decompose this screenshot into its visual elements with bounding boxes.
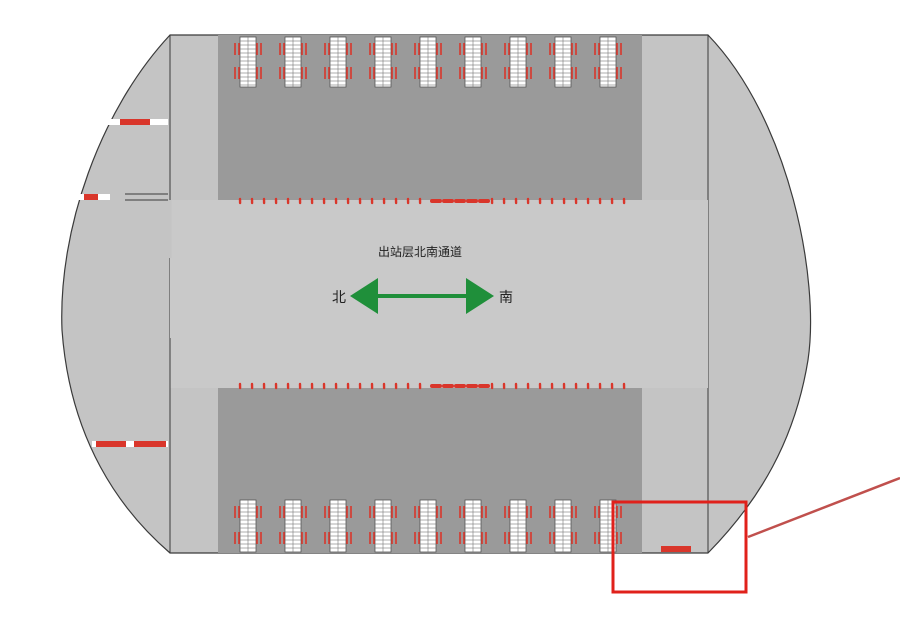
- arrow-head-south: [466, 278, 494, 314]
- staircase-icon: [459, 36, 487, 88]
- staircase-icon: [279, 36, 307, 88]
- staircase-icon: [504, 499, 532, 553]
- lower-staircases: [234, 499, 622, 553]
- staircase-icon: [549, 499, 577, 553]
- staircase-icon: [234, 499, 262, 553]
- upper-gate-line: [238, 197, 626, 205]
- red-marker: [661, 546, 691, 552]
- staircase-icon: [459, 499, 487, 553]
- staircase-icon: [549, 36, 577, 88]
- highlight-box: [611, 500, 748, 594]
- staircase-icon: [369, 499, 397, 553]
- double-arrow-icon: [350, 278, 494, 314]
- callout-line: [747, 476, 900, 539]
- staircase-icon: [279, 499, 307, 553]
- staircase-icon: [504, 36, 532, 88]
- staircase-icon: [414, 499, 442, 553]
- staircase-icon: [234, 36, 262, 88]
- north-label: 北: [332, 290, 346, 306]
- staircase-icon: [594, 36, 622, 88]
- staircase-icon: [324, 36, 352, 88]
- west-exit-gates: [74, 119, 168, 447]
- corridor-title: 出站层北南通道: [378, 244, 462, 259]
- south-label: 南: [499, 290, 513, 306]
- arrow-head-north: [350, 278, 378, 314]
- staircase-icon: [369, 36, 397, 88]
- staircase-icon: [414, 36, 442, 88]
- staircase-icon: [324, 499, 352, 553]
- lower-gate-line: [238, 382, 626, 390]
- upper-staircases: [234, 36, 622, 88]
